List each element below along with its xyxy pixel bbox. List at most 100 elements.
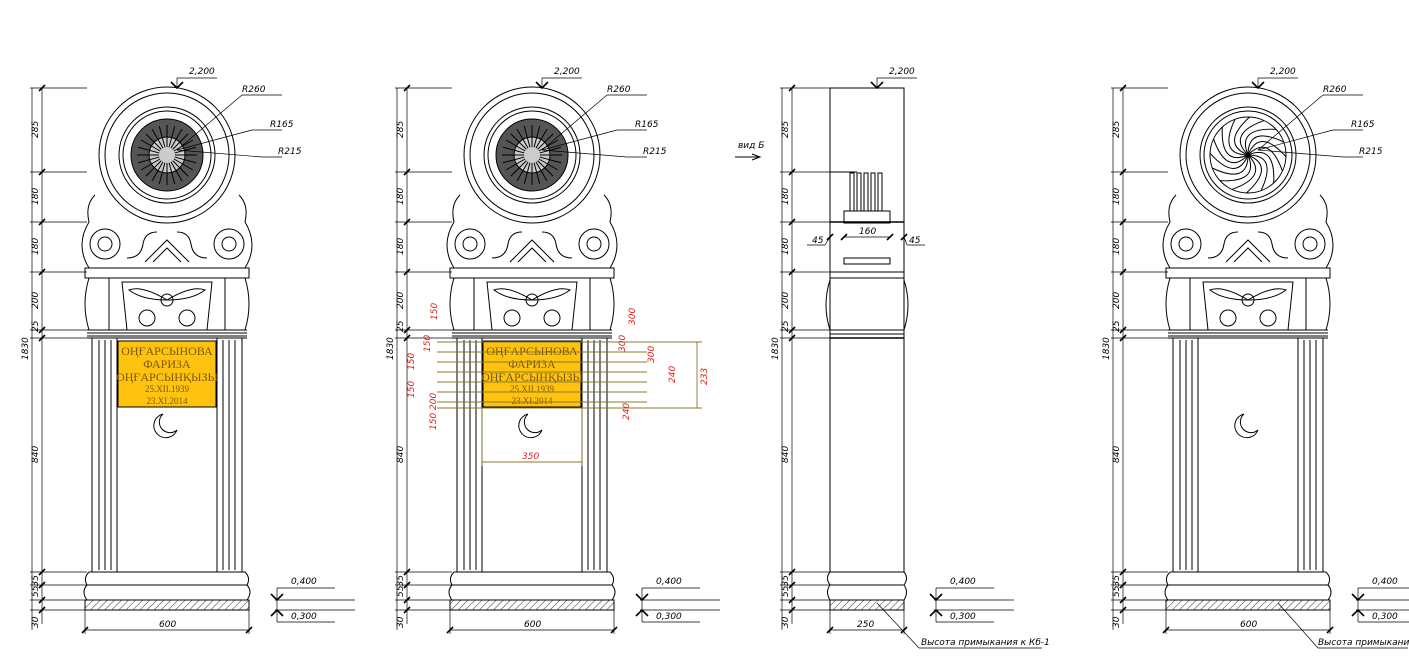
plaque-text-line: 25.XII.1939	[510, 384, 554, 394]
emblem-ray	[137, 146, 160, 154]
emblem-ray	[539, 146, 562, 154]
medallion-ring-inner	[1203, 110, 1293, 200]
level-label-top: 0,400	[656, 577, 682, 587]
emblem-ray	[145, 160, 162, 177]
radius-label: R260	[607, 85, 631, 95]
top-level-label: 2,200	[554, 67, 580, 77]
scroll-ornament-icon	[178, 309, 196, 327]
note-leader	[876, 602, 920, 649]
anchor-pin	[849, 172, 855, 212]
red-dim-right: 300	[618, 335, 628, 352]
hatched-base	[1165, 599, 1331, 611]
plaque-text-line: ОҢҒАРСЫНҚЫЗЫ	[481, 370, 583, 384]
emblem-ray	[172, 133, 189, 150]
petal-ornament	[1247, 288, 1288, 301]
vertical-dim-label: 180	[396, 188, 406, 205]
vertical-dim-label: 180	[31, 238, 41, 255]
width-label: 600	[159, 620, 176, 630]
emblem-ray	[140, 139, 161, 152]
radius-label: R260	[1323, 85, 1347, 95]
rosette-petal	[1231, 154, 1257, 190]
emblem-ray	[539, 156, 562, 164]
crescent-icon	[153, 413, 178, 439]
dim-tick	[1119, 218, 1127, 226]
plaque-width-label: 350	[522, 452, 539, 462]
level-label-bottom: 0,300	[291, 612, 317, 622]
emblem-ray	[137, 156, 160, 164]
vertical-dim-label: 840	[396, 446, 406, 463]
radius-label: R165	[635, 120, 659, 130]
dim-tick	[788, 334, 796, 342]
cornice	[449, 267, 615, 279]
medallion-ring-inner	[487, 110, 577, 200]
elevation-view-4: R260R165R2156002851801802002584035553018…	[1102, 67, 1409, 649]
emblem-ray	[168, 162, 176, 185]
rosette-petal	[1239, 120, 1265, 156]
radius-leader	[1257, 129, 1334, 151]
medallion-ring	[118, 106, 216, 204]
dim-tick	[403, 326, 411, 334]
drum-profile	[825, 279, 909, 331]
scroll-ornament-icon	[213, 228, 245, 260]
red-dim-right: 240	[622, 403, 632, 420]
memorial-plaque	[117, 340, 217, 408]
radius-leader	[1257, 94, 1324, 151]
dim-tick	[1119, 596, 1127, 604]
scroll-ornament-icon	[1294, 228, 1326, 260]
vertical-dim-label: 25	[396, 320, 406, 332]
lower-drum	[448, 584, 616, 601]
total-height-label: 1830	[386, 337, 396, 360]
level-arrow-icon	[929, 593, 943, 602]
dim-tick	[38, 84, 46, 92]
emblem-ray	[537, 160, 554, 177]
dim-tick	[38, 268, 46, 276]
red-dim-left: 150	[407, 353, 417, 370]
dim-tick	[1119, 606, 1127, 614]
level-arrow-icon	[270, 608, 284, 617]
dim-tick	[840, 233, 848, 241]
scroll-ornament-inner	[97, 236, 113, 252]
vertical-dim-label: 285	[31, 121, 41, 138]
level-label-top: 0,400	[291, 577, 317, 587]
scroll-ornament-icon	[578, 228, 610, 260]
emblem-ray	[172, 160, 189, 177]
scroll-ornament-inner	[462, 236, 478, 252]
scroll-ornament-icon	[454, 228, 486, 260]
emblem-ray	[505, 158, 526, 171]
shoulder-outline	[81, 194, 253, 269]
scroll-ornament-icon	[543, 309, 561, 327]
vertical-dim-label: 55	[31, 585, 41, 597]
scroll-ornament-inner	[1178, 236, 1194, 252]
dim-tick	[788, 568, 796, 576]
lower-drum	[1164, 584, 1332, 601]
upper-drum	[449, 277, 615, 331]
level-label-bottom: 0,300	[950, 612, 976, 622]
dim-tick	[38, 606, 46, 614]
side-outline	[827, 87, 907, 611]
emblem-ray	[535, 161, 548, 182]
medallion-ring	[1199, 106, 1297, 204]
scroll-curl	[1257, 231, 1289, 259]
scroll-ornament-inner	[586, 236, 602, 252]
vertical-dim-label: 30	[1112, 616, 1122, 628]
view-label: вид Б	[738, 141, 764, 151]
elevation-view-2: R260R165R215ОҢҒАРСЫНОВАФАРИЗАОҢҒАРСЫНҚЫЗ…	[386, 67, 720, 634]
dim-tick	[610, 626, 618, 634]
vertical-dim-label: 200	[781, 292, 791, 309]
inner-panel	[1197, 337, 1299, 573]
width-label: 600	[1240, 620, 1257, 630]
dim-tick	[788, 168, 796, 176]
red-dim-right: 300	[628, 308, 638, 325]
rosette-petal	[1213, 138, 1249, 164]
upper-drum	[1165, 277, 1331, 331]
scroll-curl	[491, 231, 523, 259]
emblem-ray	[516, 128, 529, 149]
dim-tick	[1119, 326, 1127, 334]
anchor-pin	[863, 172, 869, 212]
vertical-dim-label: 840	[1112, 446, 1122, 463]
plaque-text-line: 25.XII.1939	[145, 384, 189, 394]
red-dim-right: 300	[647, 346, 657, 363]
dim-tick	[38, 596, 46, 604]
dim-tick	[81, 626, 89, 634]
radius-leader	[541, 94, 608, 151]
